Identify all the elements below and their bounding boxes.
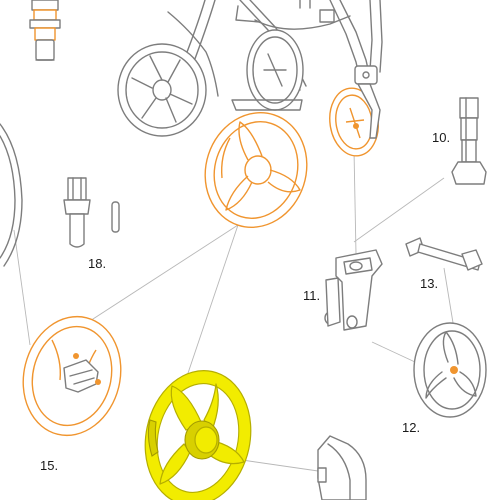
front-caster-orange <box>329 83 381 157</box>
part-11-caster-fork <box>324 249 383 331</box>
callout-18: 18. <box>88 256 106 271</box>
rear-wheel-orange <box>204 112 308 228</box>
part-10-stem-bolt <box>451 97 487 185</box>
callout-15: 15. <box>40 458 58 473</box>
part-13-axle-bolt <box>405 237 483 271</box>
callout-10: 10. <box>432 130 450 145</box>
hub-cap <box>317 435 367 500</box>
callout-12: 12. <box>402 420 420 435</box>
background-wheel-right <box>231 29 304 111</box>
partial-tire-left <box>0 123 23 267</box>
callout-13: 13. <box>420 276 438 291</box>
leader-lines <box>13 149 456 473</box>
part-15-brake-wheel <box>22 315 122 437</box>
top-left-adapter <box>29 0 61 61</box>
highlighted-rear-wheel <box>144 370 252 500</box>
part-18-pin <box>111 201 120 233</box>
part-18-bolt <box>63 177 91 248</box>
background-wheel-left <box>117 43 207 137</box>
part-12-front-wheel <box>413 322 487 418</box>
callout-11: 11. <box>303 288 320 303</box>
